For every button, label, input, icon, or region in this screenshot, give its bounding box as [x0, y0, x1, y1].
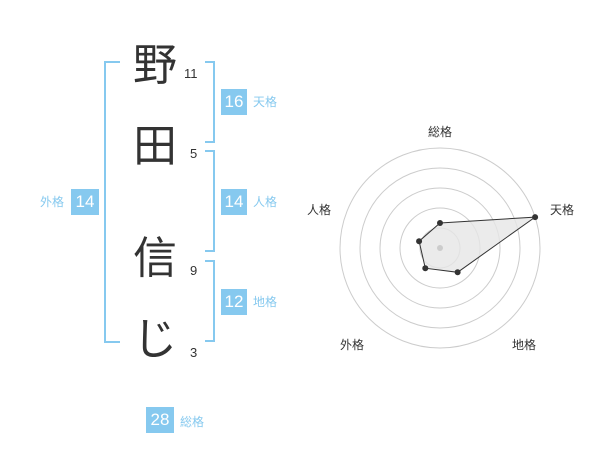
radar-point-2: [532, 214, 539, 221]
jinkaku-bracket: [205, 150, 215, 252]
name-char-1: 野: [133, 40, 177, 91]
soukaku-label: 総格: [180, 415, 205, 429]
tenkaku-bracket: [205, 61, 215, 143]
radar-label-chikaku: 地格: [512, 338, 537, 352]
gaikaku-label: 外格: [40, 195, 65, 209]
chikaku-label: 地格: [253, 295, 278, 309]
radar-point-5: [416, 238, 423, 245]
stroke-count-1: 11: [184, 66, 198, 81]
radar-label-jinkaku: 人格: [307, 203, 332, 217]
radar-point-4: [422, 265, 429, 272]
tenkaku-value: 16: [221, 89, 247, 115]
jinkaku-value: 14: [221, 189, 247, 215]
tenkaku-label: 天格: [253, 95, 278, 109]
radar-label-gaikaku: 外格: [340, 338, 365, 352]
name-char-3: 信: [133, 233, 177, 284]
radar-center-dot: [437, 245, 443, 251]
gaikaku-value: 14: [71, 189, 99, 215]
name-char-4: じ: [133, 314, 177, 365]
radar-point-3: [454, 269, 461, 276]
radar-ring-3: [379, 187, 501, 309]
stroke-count-2: 5: [190, 146, 198, 161]
radar-points: [416, 214, 539, 276]
chikaku-bracket: [205, 260, 215, 342]
name-char-2: 田: [133, 121, 177, 172]
gaikaku-bracket: [104, 61, 120, 343]
stroke-count-4: 3: [190, 345, 198, 360]
jinkaku-label: 人格: [253, 195, 278, 209]
radar-ring-5: [339, 147, 541, 349]
soukaku-value: 28: [146, 407, 174, 433]
radar-polygon: [418, 216, 537, 273]
chikaku-value: 12: [221, 289, 247, 315]
radar-ring-4: [359, 167, 521, 329]
radar-label-tenkaku: 天格: [550, 203, 575, 217]
stroke-count-3: 9: [190, 263, 198, 278]
radar-point-1: [437, 220, 443, 226]
radar-label-soukaku: 総格: [428, 125, 453, 139]
